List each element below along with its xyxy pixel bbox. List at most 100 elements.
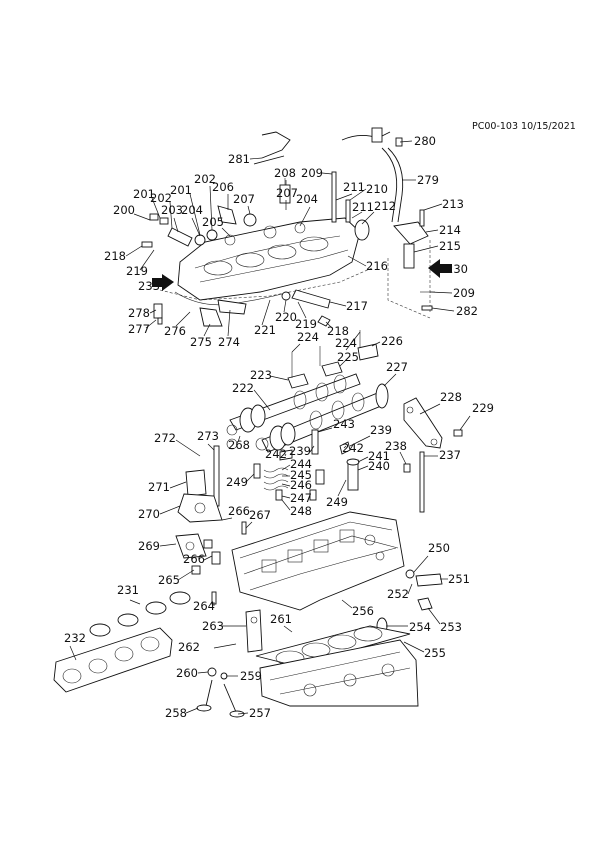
housings-left xyxy=(175,445,247,605)
callout-239: 239 xyxy=(370,423,392,437)
callout-241: 241 xyxy=(368,449,390,463)
callout-264: 264 xyxy=(193,599,215,613)
callout-263: 263 xyxy=(202,619,224,633)
callout-210: 210 xyxy=(366,182,388,196)
callout-270: 270 xyxy=(138,507,160,521)
callout-218: 218 xyxy=(104,249,126,263)
callout-254: 254 xyxy=(409,620,431,634)
callout-268: 268 xyxy=(228,438,250,452)
callout-258: 258 xyxy=(165,706,187,720)
ignition-coil xyxy=(387,209,435,319)
callout-216: 216 xyxy=(366,259,388,273)
callout-242: 242 xyxy=(342,441,364,455)
callout-259: 259 xyxy=(240,669,262,683)
callout-277: 277 xyxy=(128,322,150,336)
callout-280: 280 xyxy=(414,134,436,148)
callout-215: 215 xyxy=(439,239,461,253)
callout-276: 276 xyxy=(164,324,186,338)
callout-247: 247 xyxy=(290,491,312,505)
callout-279: 279 xyxy=(417,173,439,187)
callout-272: 272 xyxy=(154,431,176,445)
callout-248: 248 xyxy=(290,504,312,518)
valve-cover xyxy=(177,217,361,301)
bracket-228 xyxy=(403,397,463,449)
callout-209: 209 xyxy=(453,286,475,300)
lifting-eye xyxy=(213,609,263,653)
callout-212: 212 xyxy=(374,199,396,213)
callout-233: 233 xyxy=(138,279,160,293)
callout-217: 217 xyxy=(346,299,368,313)
callout-200: 200 xyxy=(113,203,135,217)
direction-arrow-233 xyxy=(152,274,174,291)
callout-207: 207 xyxy=(276,186,298,200)
callout-246: 246 xyxy=(290,478,312,492)
callout-201: 201 xyxy=(170,183,192,197)
camshafts xyxy=(226,373,389,453)
callout-208: 208 xyxy=(274,166,296,180)
leader-lines xyxy=(69,140,471,715)
callout-282: 282 xyxy=(456,304,478,318)
cover-small-parts xyxy=(141,171,370,327)
callout-211: 211 xyxy=(343,180,365,194)
callout-230: 230 xyxy=(446,262,468,276)
callout-243: 243 xyxy=(333,417,355,431)
callout-281: 281 xyxy=(228,152,250,166)
callout-245: 245 xyxy=(290,468,312,482)
callout-211: 211 xyxy=(352,200,374,214)
callout-220: 220 xyxy=(275,310,297,324)
callout-271: 271 xyxy=(148,480,170,494)
callout-203: 203 xyxy=(161,203,183,217)
callout-237: 237 xyxy=(439,448,461,462)
callout-204: 204 xyxy=(296,192,318,206)
callout-221: 221 xyxy=(254,323,276,337)
callout-240: 240 xyxy=(368,459,390,473)
engine-block xyxy=(259,639,419,707)
callout-214: 214 xyxy=(439,223,461,237)
callout-249: 249 xyxy=(326,495,348,509)
camshaft-caps xyxy=(287,330,379,389)
callout-257: 257 xyxy=(249,706,271,720)
callout-225: 225 xyxy=(337,350,359,364)
callout-267: 267 xyxy=(249,508,271,522)
callout-224: 224 xyxy=(335,336,357,350)
callout-278: 278 xyxy=(128,306,150,320)
valves xyxy=(196,667,245,718)
callout-275: 275 xyxy=(190,335,212,349)
callout-242: 242 xyxy=(265,447,287,461)
callout-222: 222 xyxy=(232,381,254,395)
callout-223: 223 xyxy=(250,368,272,382)
callout-238: 238 xyxy=(385,439,407,453)
callout-209: 209 xyxy=(301,166,323,180)
callout-273: 273 xyxy=(197,429,219,443)
callout-250: 250 xyxy=(428,541,450,555)
callout-256: 256 xyxy=(352,604,374,618)
callout-213: 213 xyxy=(442,197,464,211)
callout-265: 265 xyxy=(158,573,180,587)
callout-251: 251 xyxy=(448,572,470,586)
callout-218: 218 xyxy=(327,324,349,338)
callout-231: 231 xyxy=(117,583,139,597)
intake-manifold-gaskets xyxy=(53,591,191,693)
callout-205: 205 xyxy=(202,215,224,229)
callout-224: 224 xyxy=(297,330,319,344)
valve-train xyxy=(253,429,425,513)
callout-249: 249 xyxy=(226,475,248,489)
callout-226: 226 xyxy=(381,334,403,348)
direction-arrow-230 xyxy=(428,259,452,278)
callout-207: 207 xyxy=(233,192,255,206)
callout-261: 261 xyxy=(270,612,292,626)
callout-228: 228 xyxy=(440,390,462,404)
callout-269: 269 xyxy=(138,539,160,553)
callout-206: 206 xyxy=(212,180,234,194)
cylinder-head xyxy=(231,511,443,635)
callout-204: 204 xyxy=(181,203,203,217)
callout-266: 266 xyxy=(228,504,250,518)
callout-219: 219 xyxy=(295,317,317,331)
callout-260: 260 xyxy=(176,666,198,680)
callout-252: 252 xyxy=(387,587,409,601)
callout-229: 229 xyxy=(472,401,494,415)
callout-227: 227 xyxy=(386,360,408,374)
callout-244: 244 xyxy=(290,457,312,471)
callout-262: 262 xyxy=(178,640,200,654)
